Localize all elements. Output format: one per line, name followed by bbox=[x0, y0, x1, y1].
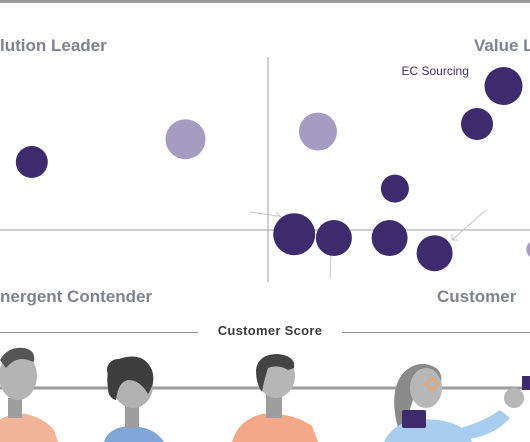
person-figure-1 bbox=[0, 347, 58, 442]
tablet bbox=[402, 410, 426, 428]
x-axis-rule-left bbox=[0, 332, 198, 333]
quadrant-label-bottom-left: nergent Contender bbox=[0, 287, 153, 306]
hair-bun bbox=[107, 359, 129, 381]
shirt bbox=[232, 413, 318, 442]
bubble-point-7 bbox=[380, 174, 409, 203]
bubble-point-9 bbox=[461, 108, 493, 140]
person-figure-3 bbox=[232, 354, 318, 442]
arrow-annotation bbox=[451, 234, 458, 241]
arrow-annotation bbox=[249, 211, 279, 217]
bubble-point-11 bbox=[526, 242, 530, 257]
sleeve bbox=[522, 376, 530, 390]
hair bbox=[0, 347, 35, 368]
x-axis-title: Customer Score bbox=[200, 323, 340, 338]
quadrant-label-bottom-right: Customer bbox=[437, 287, 517, 306]
bubble-point-5 bbox=[315, 220, 352, 256]
person-figure-4 bbox=[384, 363, 530, 442]
quadrant-label-top-right: Value L bbox=[474, 36, 530, 55]
arrow-annotation bbox=[451, 209, 487, 241]
glasses bbox=[426, 378, 438, 390]
bubble-layer: EC Sourcing bbox=[15, 64, 530, 272]
neck bbox=[266, 394, 282, 418]
x-axis-rule-right bbox=[342, 332, 530, 333]
quadrant-label-top-left: lution Leader bbox=[0, 36, 107, 55]
shirt bbox=[0, 413, 58, 442]
bubble-point-10 bbox=[484, 67, 523, 105]
chart-plot: EC Sourcing bbox=[0, 57, 530, 282]
bubble-point-2 bbox=[165, 119, 206, 160]
bubble-label: EC Sourcing bbox=[402, 64, 469, 78]
arm bbox=[452, 410, 510, 440]
neck bbox=[8, 398, 22, 418]
hair bbox=[256, 354, 295, 392]
person-figure-2 bbox=[104, 356, 164, 442]
top-rule bbox=[0, 0, 530, 3]
bubble-point-8 bbox=[416, 235, 453, 272]
arrow-annotation bbox=[274, 211, 282, 217]
bubble-point-6 bbox=[371, 220, 408, 256]
bubble-point-4 bbox=[273, 213, 316, 256]
people-illustration bbox=[0, 347, 530, 442]
hand bbox=[504, 388, 524, 408]
head bbox=[410, 368, 442, 408]
shirt bbox=[104, 426, 164, 442]
neck bbox=[125, 406, 139, 428]
bubble-point-3 bbox=[299, 112, 337, 151]
bubble-point-1 bbox=[15, 146, 48, 178]
